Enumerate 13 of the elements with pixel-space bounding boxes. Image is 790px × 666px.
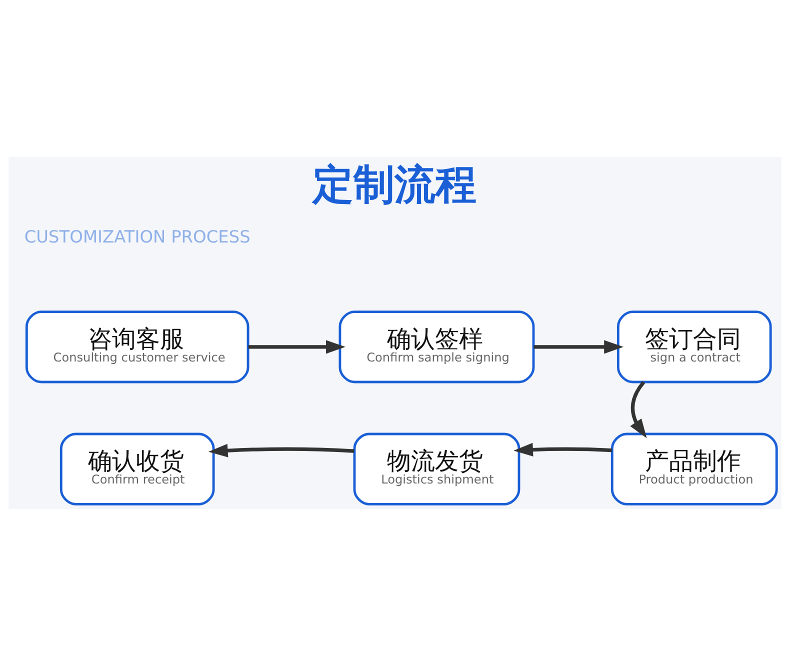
arrow: [534, 340, 624, 354]
node-box: 产品制作 Product production: [610, 432, 778, 506]
diagram-title: 定制流程: [312, 160, 477, 208]
arrow: [248, 340, 346, 354]
label: CUSTOMIZATION PROCESS: [24, 226, 250, 247]
node-box: 确认签样 Confirm sample signing: [338, 310, 535, 384]
node-box: 确认收货 Confirm receipt: [60, 432, 215, 506]
arrow: [514, 442, 612, 456]
arrow: [208, 444, 354, 458]
node-box: 签订合同 sign a contract: [616, 310, 772, 384]
node-box: 咨询客服 Consulting customer service: [25, 310, 250, 384]
node-box: 物流发货 Logistics shipment: [353, 432, 520, 506]
arrow: [630, 381, 647, 438]
